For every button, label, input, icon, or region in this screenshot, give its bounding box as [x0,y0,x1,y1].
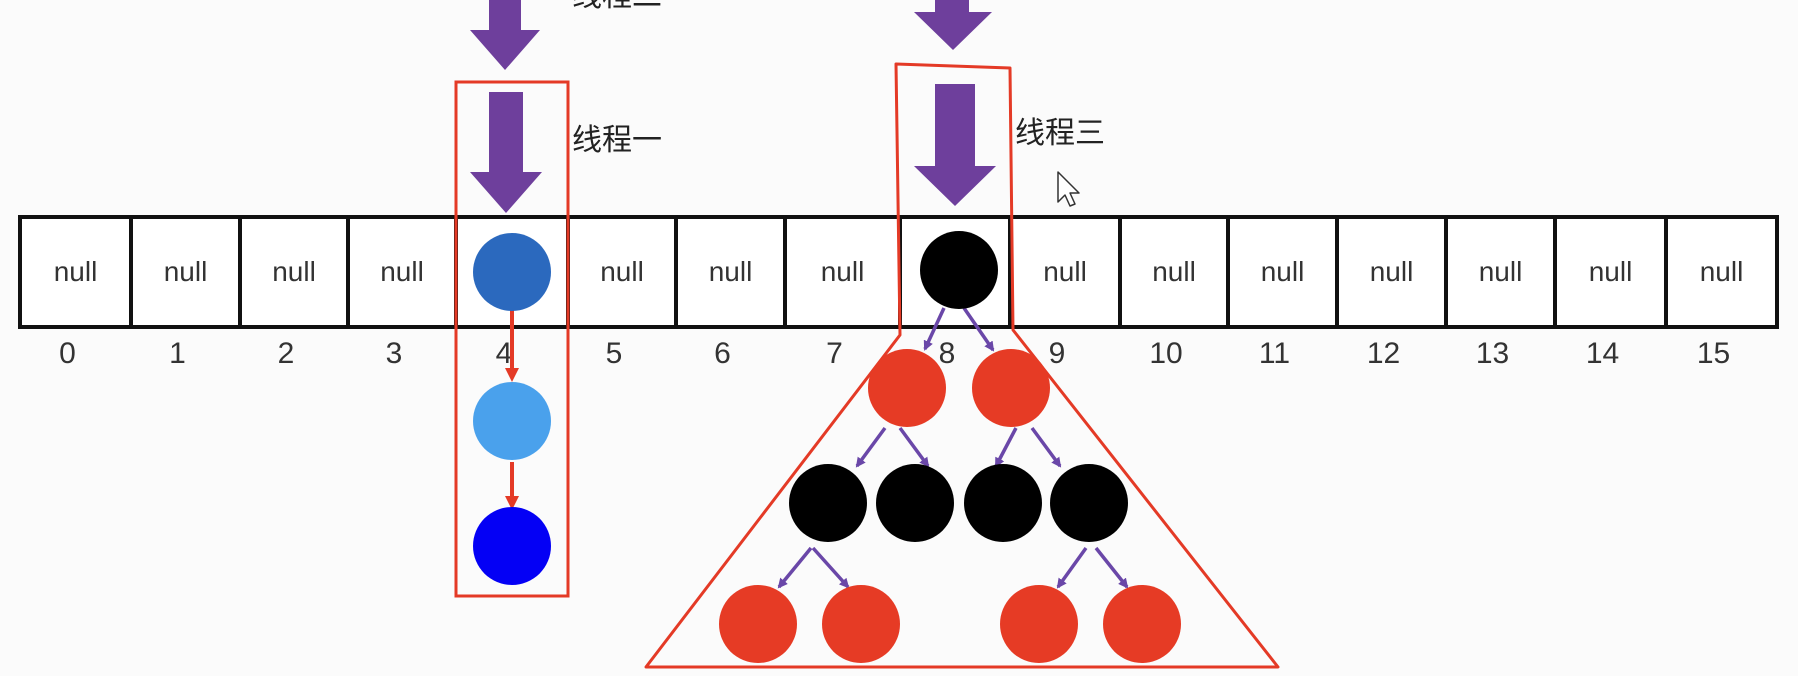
bucket-index-label: 15 [1697,337,1730,370]
bucket-cell-value: null [1700,256,1744,287]
bucket-cell-value: null [600,256,644,287]
bucket-cell-value: null [54,256,98,287]
tree-node-black [964,464,1042,542]
bucket-cell-value: null [1261,256,1305,287]
bucket-index-label: 11 [1259,337,1290,370]
tree-edge [855,426,887,468]
bucket-cell-value: null [1479,256,1523,287]
thread1-label: 线程一 [572,123,662,158]
list-node [473,382,551,460]
list-node [473,507,551,585]
tree-node-red [868,349,946,427]
tree-edge [898,426,930,468]
bucket-index-label: 4 [496,337,513,370]
bucket-cell-value: null [272,256,316,287]
tree-node-red [822,585,900,663]
thread3-top-arrow [914,0,992,50]
tree-edge [1094,546,1129,589]
bucket-cell-value: null [1152,256,1196,287]
tree-edge [962,307,995,352]
tree-edge [1030,426,1062,468]
tree-node-red [1000,585,1078,663]
tree-node-black [789,464,867,542]
bucket-index-label: 1 [169,337,186,370]
thread1-arrow [470,92,542,213]
bucket-index-label: 14 [1586,337,1619,370]
bucket-cell-value: null [380,256,424,287]
bucket-cell-value: null [1370,256,1414,287]
thread2-arrow [470,0,540,70]
linked-list-bucket-4 [473,233,551,585]
tree-edge [777,546,813,589]
tree-node-black [876,464,954,542]
bucket-index-label: 13 [1476,337,1509,370]
thread3-label: 线程三 [1015,116,1105,151]
bucket-index-label: 7 [826,337,843,370]
thread3-lock-region [644,62,1280,669]
bucket-cell-value: null [709,256,753,287]
bucket-index-label: 9 [1049,337,1066,370]
bucket-index-label: 5 [606,337,623,370]
tree-edge [994,427,1018,468]
tree-edge [1056,546,1088,589]
bucket-index-label: 6 [714,337,731,370]
tree-edge [923,307,946,351]
bucket-index-label: 10 [1149,337,1182,370]
bucket-index-label: 2 [278,337,295,370]
tree-node-black [1050,464,1128,542]
tree-edge [811,546,850,589]
bucket-index-label: 8 [939,337,956,370]
tree-node-red [1103,585,1181,663]
list-node [473,233,551,311]
bucket-index-label: 0 [59,337,76,370]
thread1-lock-box [454,80,570,598]
bucket-index-label: 12 [1367,337,1400,370]
tree-node-red [719,585,797,663]
bucket-cell-value: null [1043,256,1087,287]
tree-node-red [972,349,1050,427]
thread3-arrow [914,84,996,206]
bucket-index-label: 3 [386,337,403,370]
red-black-tree-bucket-8 [719,231,1181,663]
bucket-cell-value: null [1589,256,1633,287]
bucket-cell-value: null [164,256,208,287]
tree-node-black [920,231,998,309]
mouse-cursor-icon [1057,171,1080,207]
thread2-label: 线程二 [572,0,662,14]
bucket-cell-value: null [821,256,865,287]
